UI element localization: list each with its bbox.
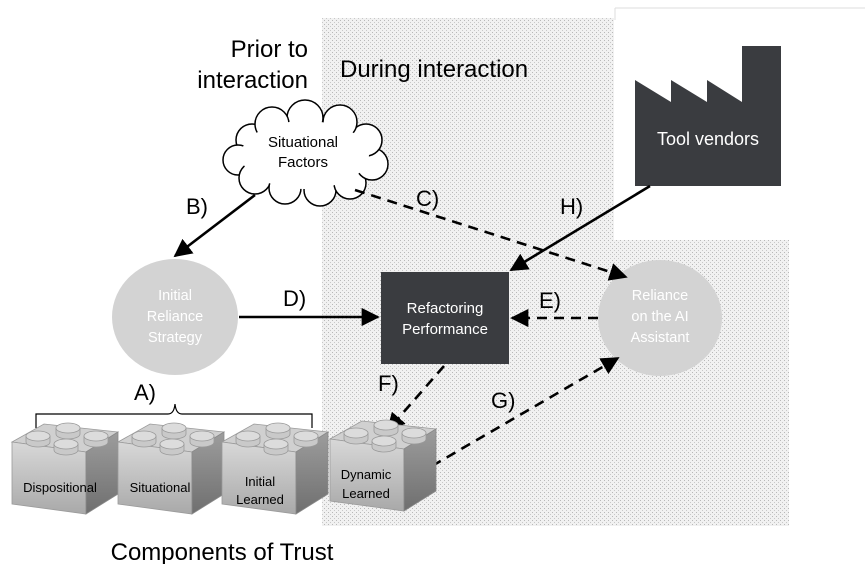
during-interaction-region [322, 18, 789, 526]
reliance-ai-line3: Assistant [631, 330, 690, 346]
refactoring-line1: Refactoring [407, 300, 484, 317]
brick-situational-label: Situational [130, 480, 191, 495]
prior-heading-line1: Prior to [231, 36, 308, 63]
brick-initial-learned: Initial Learned [221, 422, 329, 515]
edge-a-label: A) [134, 380, 156, 405]
situational-factors-label-1: Situational [268, 134, 338, 151]
reliance-ai-line1: Reliance [632, 288, 688, 304]
refactoring-line2: Performance [402, 321, 488, 338]
edge-g-arrow [431, 356, 620, 468]
edge-f-arrow [386, 365, 445, 432]
situational-factors-label-2: Factors [278, 154, 328, 171]
brick-dynamic-learned-line1: Dynamic [341, 467, 392, 482]
reliance-ai-assistant-node: Reliance on the AI Assistant [598, 260, 722, 376]
edge-b-label: B) [186, 194, 208, 219]
tool-vendors-label: Tool vendors [657, 129, 759, 149]
edge-c-arrow [354, 188, 628, 281]
initial-reliance-strategy-node: Initial Reliance Strategy [112, 259, 238, 375]
brick-dispositional-label: Dispositional [23, 480, 97, 495]
edge-h-arrow [509, 184, 651, 272]
components-heading: Components of Trust [111, 539, 334, 564]
brick-situational: Situational [117, 422, 225, 515]
brick-dynamic-learned-line2: Learned [342, 486, 390, 501]
prior-heading-line2: interaction [197, 67, 308, 94]
brick-dynamic-learned: Dynamic Learned [329, 419, 437, 512]
during-heading: During interaction [340, 56, 528, 83]
brick-initial-learned-line1: Initial [245, 474, 275, 489]
reliance-ai-line2: on the AI [631, 309, 688, 325]
edge-e-label: E) [539, 288, 561, 313]
initial-reliance-line2: Reliance [147, 309, 203, 325]
edge-c-label: C) [416, 186, 439, 211]
edge-d-label: D) [283, 286, 306, 311]
refactoring-performance-node: Refactoring Performance [381, 272, 509, 364]
brick-initial-learned-line2: Learned [236, 492, 284, 507]
initial-reliance-line1: Initial [158, 288, 192, 304]
edge-b-arrow [173, 193, 256, 258]
edge-f-label: F) [378, 371, 399, 396]
initial-reliance-line3: Strategy [148, 330, 203, 346]
edge-g-label: G) [491, 388, 515, 413]
brick-dispositional: Dispositional [11, 422, 119, 515]
components-brace [35, 403, 313, 428]
edge-h-label: H) [560, 194, 583, 219]
factory-icon: Tool vendors [635, 46, 781, 186]
